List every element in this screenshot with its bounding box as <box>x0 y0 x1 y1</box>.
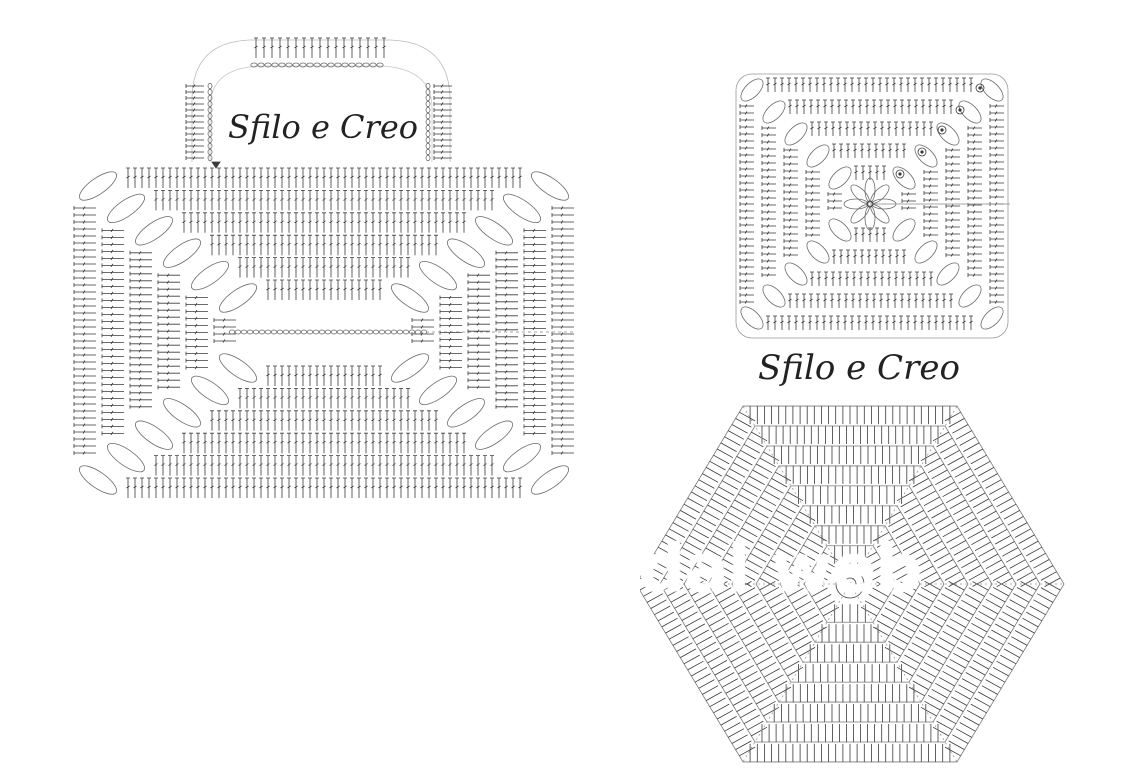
bag-handle-outline <box>191 39 451 162</box>
granny-square-chart <box>728 66 1018 344</box>
hexagon-stitch-group <box>640 405 1065 763</box>
square-stitch-group <box>735 73 1010 339</box>
square-marker <box>895 169 905 179</box>
bag-body-stitch-diagram <box>73 37 576 498</box>
bag-start-arrow-icon <box>211 161 221 169</box>
hexagon-round <box>731 485 969 683</box>
hexagon-stitch-diagram <box>640 405 1065 763</box>
square-marker <box>917 147 927 157</box>
square-marker <box>955 105 965 115</box>
square-marker <box>937 125 947 135</box>
bag-stitch-group <box>73 37 576 498</box>
square-marker <box>975 83 985 93</box>
watermark-label-right: Sfilo e Creo <box>758 348 960 388</box>
granny-square-stitch-diagram <box>735 73 1010 339</box>
hexagon-center-ring <box>835 569 865 599</box>
hexagon-round <box>707 465 993 703</box>
bag-handle-inner <box>209 65 433 162</box>
hexagon-chart <box>640 388 1080 778</box>
square-outline <box>735 73 1009 339</box>
hexagon-round <box>640 405 1065 763</box>
bag-body-chart <box>60 30 590 510</box>
